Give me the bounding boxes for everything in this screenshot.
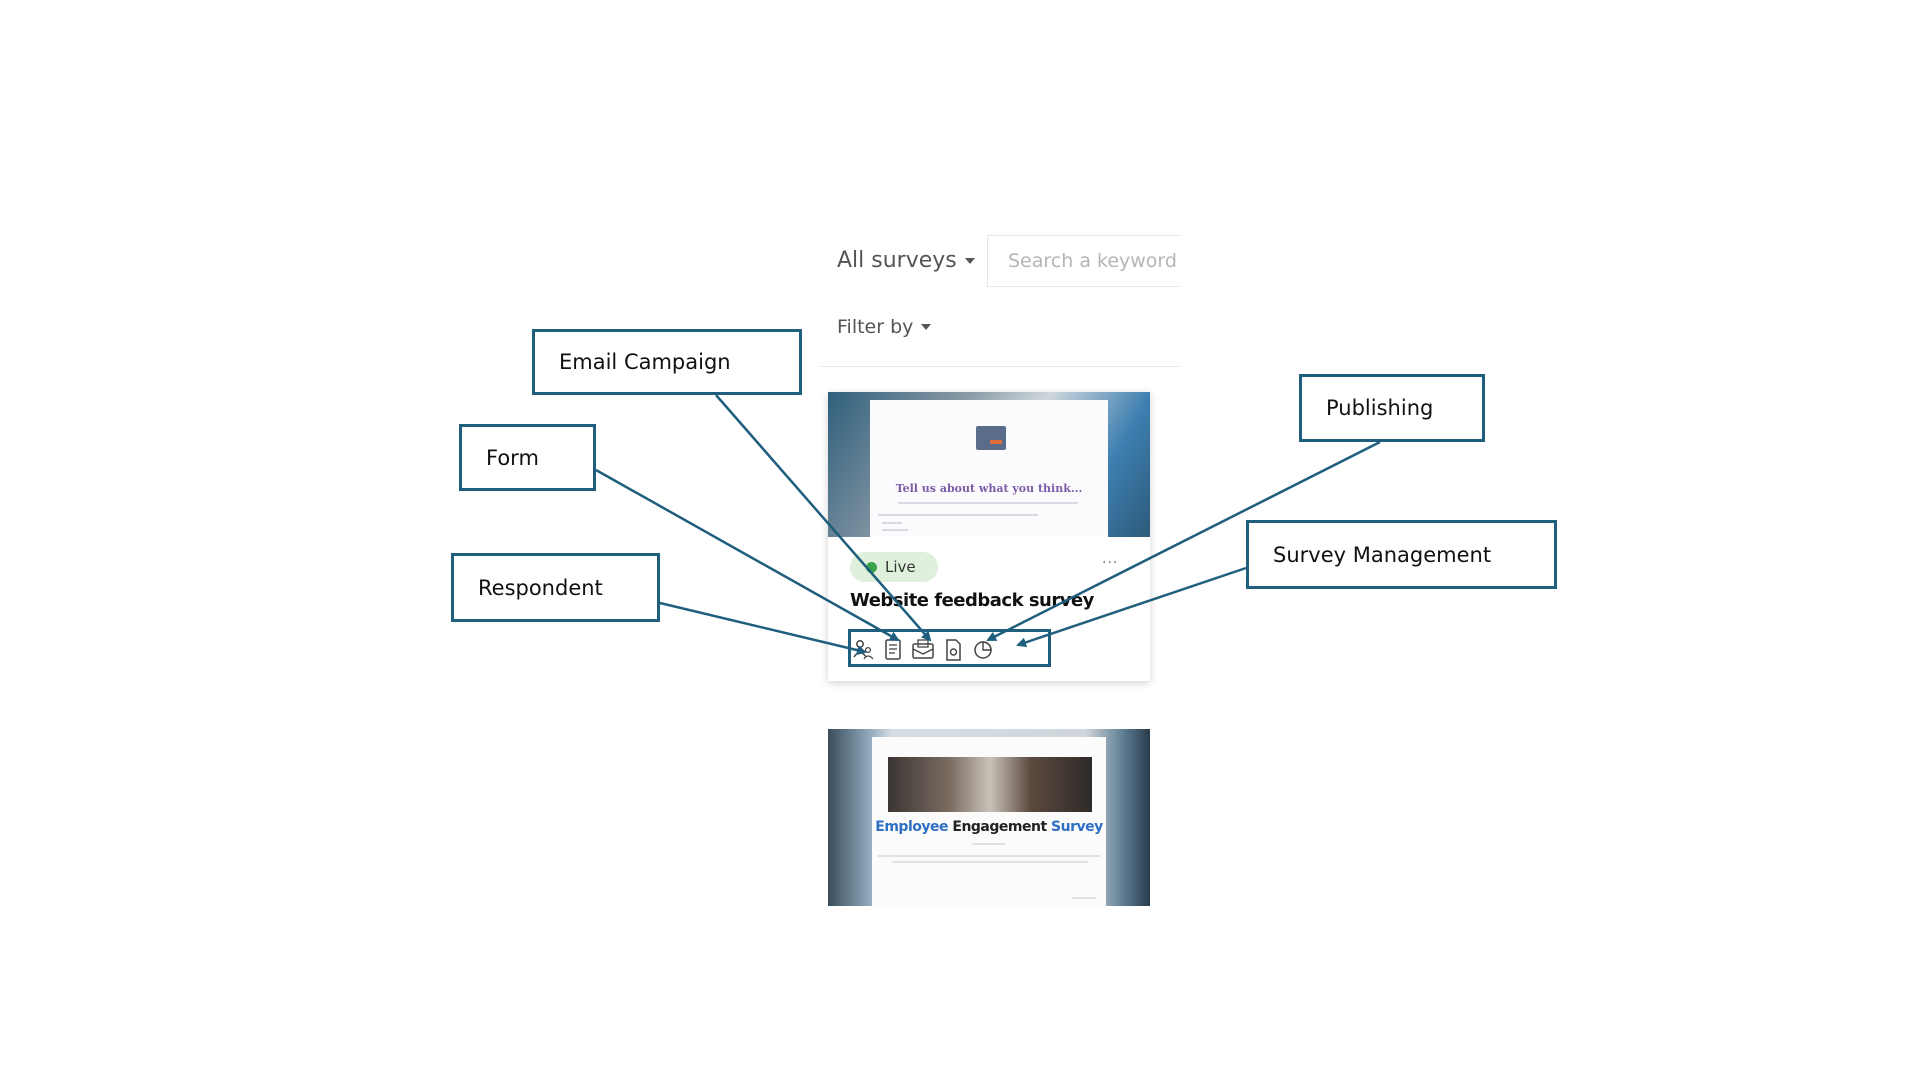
caret-down-icon [964,257,975,264]
thumbnail-text-line [972,843,1006,845]
toolbar-divider [820,366,1180,367]
thumbnail-title: Employee Engagement Survey [872,819,1106,835]
publishing-icon[interactable] [940,637,966,663]
thumbnail-text-line [1072,897,1096,899]
survey-management-icon[interactable] [970,637,996,663]
survey-card-employee-engagement[interactable]: Employee Engagement Survey [828,729,1150,906]
thumbnail-form-preview: Tell us about what you think... [870,400,1108,537]
filter-by-label: Filter by [837,316,914,338]
status-label: Live [885,558,916,576]
live-dot-icon [866,561,877,573]
callout-publishing: Publishing [1299,374,1485,442]
action-icons-highlight [848,629,1051,667]
thumbnail-form-preview: Employee Engagement Survey [872,737,1106,906]
thumbnail-title-part: Employee [875,819,948,835]
survey-thumbnail[interactable]: Tell us about what you think... [828,392,1150,537]
thumbnail-logo [976,426,1006,450]
thumbnail-text-line [898,502,1078,504]
thumbnail-text-line [882,529,908,531]
all-surveys-label: All surveys [837,248,957,273]
search-box[interactable] [987,235,1180,287]
callout-respondent: Respondent [451,553,660,622]
more-options-icon[interactable]: ... [1102,550,1119,567]
thumbnail-title: Tell us about what you think... [895,482,1083,495]
callout-survey-management: Survey Management [1246,520,1557,589]
thumbnail-title-part: Engagement [952,819,1047,835]
callout-form: Form [459,424,596,491]
thumbnail-text-line [892,861,1088,863]
thumbnail-text-line [882,522,902,524]
all-surveys-dropdown[interactable]: All surveys [837,248,975,273]
thumbnail-title-part: Survey [1051,819,1103,835]
status-badge: Live [850,552,938,582]
search-input[interactable] [1006,249,1180,273]
thumbnail-photo [888,757,1092,812]
survey-title[interactable]: Website feedback survey [850,590,1094,611]
callout-email-campaign: Email Campaign [532,329,802,395]
thumbnail-text-line [878,514,1038,516]
caret-down-icon [921,324,932,330]
thumbnail-text-line [878,855,1100,857]
filter-by-dropdown[interactable]: Filter by [837,316,932,338]
